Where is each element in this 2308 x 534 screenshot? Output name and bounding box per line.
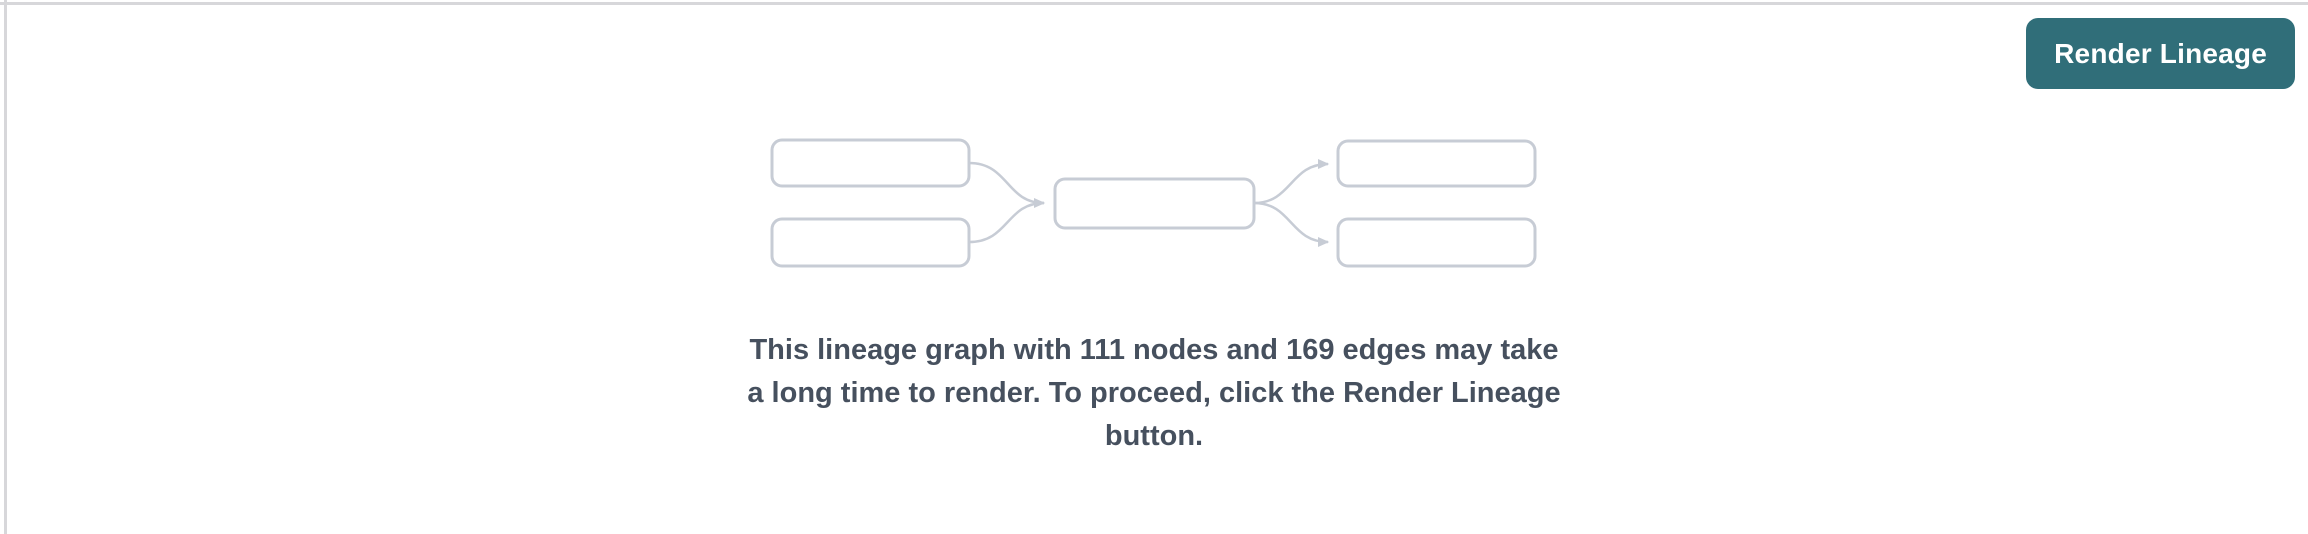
placeholder-edge-in-top [968, 161, 1046, 208]
placeholder-edge-in-bottom [968, 201, 1045, 244]
panel-top-border [0, 2, 2308, 5]
placeholder-edge-out-top [1253, 159, 1330, 205]
placeholder-node-downstream-1 [1336, 139, 1537, 188]
placeholder-edge-out-bottom [1253, 201, 1330, 247]
warning-message-line: button. [1104, 420, 1204, 452]
warning-message-line: a long time to render. To proceed, click… [747, 377, 1561, 409]
render-lineage-button[interactable]: Render Lineage [2026, 18, 2295, 89]
placeholder-node-center [1053, 177, 1256, 230]
placeholder-node-upstream-1 [770, 138, 971, 188]
warning-message-line: This lineage graph with 111 nodes and 16… [749, 334, 1559, 366]
lineage-graph-placeholder-icon [754, 128, 1554, 278]
panel-left-border [4, 0, 7, 534]
placeholder-node-upstream-2 [770, 217, 971, 268]
render-warning-message: This lineage graph with 111 nodes and 16… [7, 329, 2301, 458]
placeholder-graph-svg [770, 138, 1537, 268]
placeholder-node-downstream-2 [1336, 217, 1537, 268]
